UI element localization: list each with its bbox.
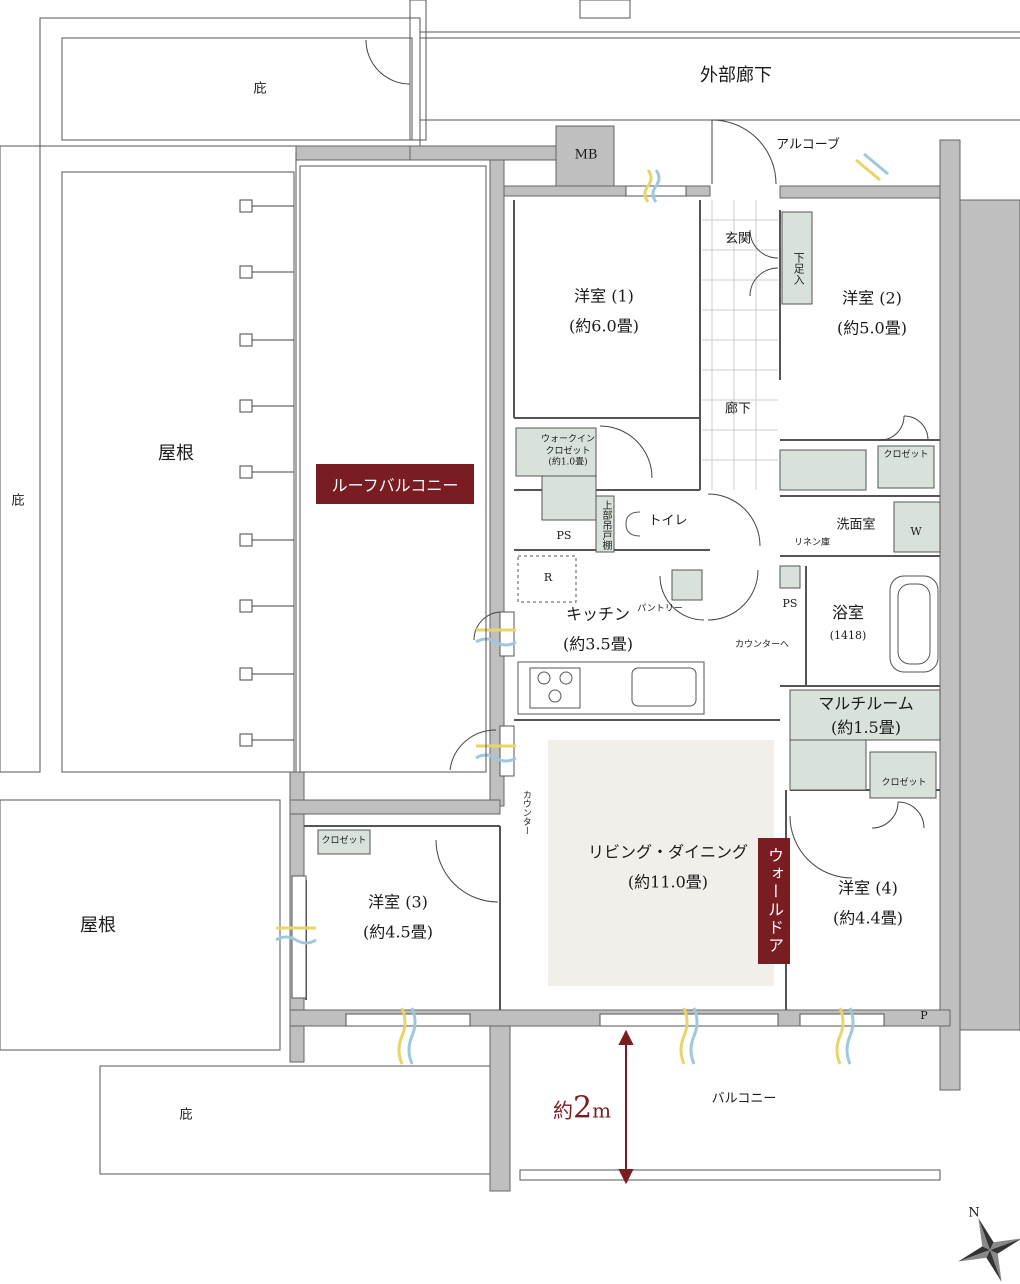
eave-label-3: 庇 [179, 1107, 193, 1123]
ps-label-2: PS [782, 596, 798, 610]
compass-icon [958, 1218, 1020, 1282]
hallway-label: 廊下 [724, 401, 752, 417]
external-corridor-label: 外部廊下 [700, 64, 772, 86]
living-dining-label: リビング・ダイニング(約11.0畳) [587, 842, 749, 892]
counter-arrow-label: カウンターへ [734, 640, 790, 651]
dimension-label: 約2m [552, 1090, 612, 1126]
closet-2-label: クロゼット [883, 450, 929, 461]
walk-in-closet-label: ウォークインクロゼット(約1.0畳) [540, 434, 596, 468]
compass-north-label: N [968, 1205, 980, 1221]
mb-label: MB [574, 147, 598, 163]
upper-cabinet-label: 上部吊戸棚 [600, 500, 611, 550]
eave-label-2: 庇 [11, 493, 25, 509]
ps-label-1: PS [556, 528, 572, 542]
linen-label: リネン庫 [793, 538, 831, 549]
shoe-cabinet-label: 下足入 [792, 252, 806, 285]
room-western-2: 洋室 (2)(約5.0畳) [837, 288, 907, 338]
pantry-label: パントリー [637, 604, 683, 615]
bathroom-label: 浴室(1418) [829, 603, 867, 642]
roof-balcony-tag: ルーフバルコニー [316, 464, 474, 504]
washer-label: W [910, 524, 922, 538]
alcove-label: アルコーブ [776, 137, 840, 153]
closet-4-label: クロゼット [881, 778, 927, 789]
multi-room-label: マルチルーム(約1.5畳) [818, 694, 914, 737]
eave-label-1: 庇 [253, 81, 267, 97]
fridge-label: R [543, 570, 553, 584]
roof-label-2: 屋根 [80, 914, 116, 936]
p-label: P [920, 1008, 928, 1022]
toilet-label: トイレ [648, 513, 688, 529]
roof-label-1: 屋根 [158, 442, 194, 464]
room-western-4: 洋室 (4)(約4.4畳) [833, 878, 903, 928]
genkan-label: 玄関 [724, 231, 752, 247]
room-western-1: 洋室 (1)(約6.0畳) [569, 286, 639, 336]
wall-door-tag: ウォールドア [758, 838, 790, 964]
room-western-3: 洋室 (3)(約4.5畳) [363, 892, 433, 942]
washroom-label: 洗面室 [836, 517, 876, 533]
kitchen-label: キッチン(約3.5畳) [563, 604, 633, 654]
balcony-label: バルコニー [711, 1091, 777, 1107]
counter-label: カウンター [520, 790, 531, 835]
closet-3-label: クロゼット [321, 836, 367, 847]
